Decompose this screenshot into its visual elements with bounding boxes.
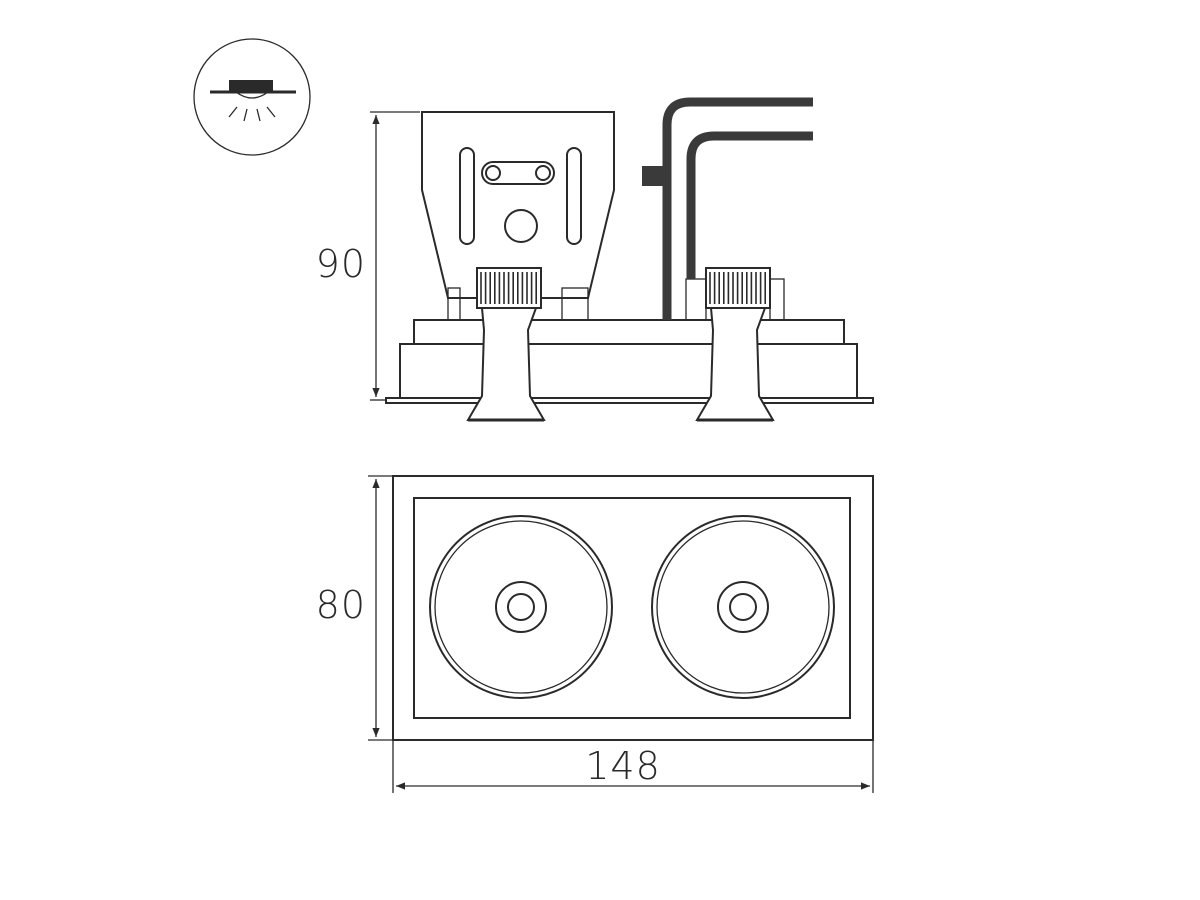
lens-right (651, 515, 835, 699)
housing-lower (399, 343, 858, 399)
bracket-slot-center (481, 161, 555, 185)
spotlight-module-left (466, 267, 546, 422)
housing-upper (413, 319, 845, 345)
bracket-slot-left (459, 147, 475, 245)
trim-outer (392, 475, 874, 741)
lens-left (429, 515, 613, 699)
depth-dimension-label: 80 (316, 583, 366, 627)
bracket-slot-right (566, 147, 582, 245)
trim-flange (385, 397, 874, 404)
height-dimension-label: 90 (316, 242, 366, 286)
power-cable (662, 97, 813, 320)
spotlight-module-right (695, 267, 775, 422)
side-view: 90 (316, 97, 874, 422)
bracket-hole (504, 209, 538, 243)
width-dimension-label: 148 (585, 744, 661, 788)
trim-inner (413, 497, 851, 719)
front-view: 80 148 (316, 475, 874, 793)
recessed-ceiling-light-icon (193, 38, 311, 156)
